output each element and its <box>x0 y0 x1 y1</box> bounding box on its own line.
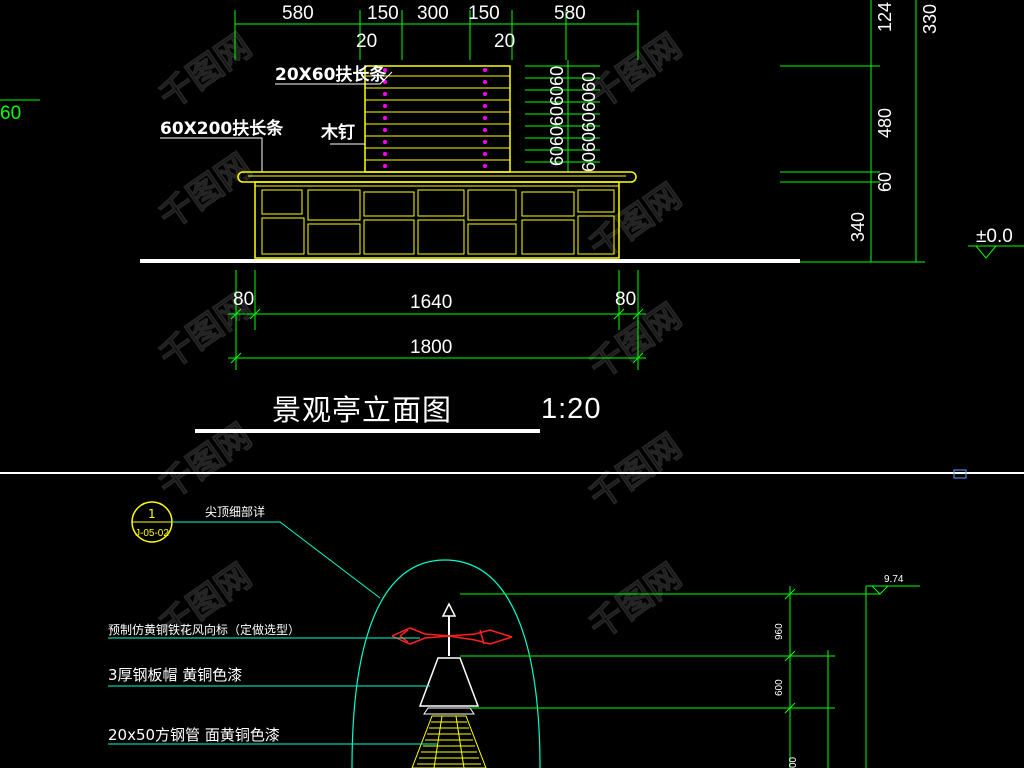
dim-top-sub-2: 20 <box>494 31 515 52</box>
slatted-post <box>364 65 511 173</box>
dim-top-sub-1: 20 <box>356 31 377 52</box>
label-nail: 木钉 <box>320 122 355 143</box>
watermark: 千图网 <box>582 556 688 647</box>
wind-vane <box>391 627 513 645</box>
dim-side-480: 480 <box>875 108 895 138</box>
level-mark-label: ±0.0 <box>976 226 1013 247</box>
dim-bottom-1800: 1800 <box>410 337 452 358</box>
detail-vertical-dims <box>460 586 880 768</box>
detail-boundary <box>351 559 541 768</box>
dim-top-3: 300 <box>417 3 449 24</box>
dim-top-2: 150 <box>367 3 399 24</box>
label-leaders <box>160 71 393 172</box>
detail-level-mark <box>866 585 920 595</box>
dim-side-60: 60 <box>875 172 895 192</box>
dim-bottom-80-left: 80 <box>233 289 254 310</box>
watermark: 千图网 <box>152 26 258 117</box>
detail-dim-00: 00 <box>788 756 799 768</box>
corner-marker <box>953 469 967 479</box>
stacked-60-label-b: 6060606060 <box>579 72 599 172</box>
note-vane: 预制仿黄铜铁花风向标（定做选型） <box>108 622 300 637</box>
drawing-scale: 1:20 <box>541 393 601 425</box>
left-fragment-value: 60 <box>0 103 21 124</box>
spire-detail: 1 J-05-02 尖顶细部详 <box>108 501 920 768</box>
bottom-dimension-chains <box>228 270 646 370</box>
label-seat: 60X200扶长条 <box>160 118 284 139</box>
elevation-drawing: 580 150 300 150 580 20 20 <box>0 0 1024 433</box>
dim-right-330: 330 <box>920 4 940 34</box>
dim-bottom-1640: 1640 <box>410 292 452 313</box>
callout-note: 尖顶细部详 <box>205 504 265 519</box>
level-mark <box>968 245 1024 259</box>
detail-dim-600: 600 <box>774 679 785 696</box>
dim-top-5: 580 <box>554 3 586 24</box>
note-tube: 20x50方钢管 面黄铜色漆 <box>108 726 280 744</box>
dim-side-340: 340 <box>848 212 868 242</box>
dim-right-124: 124 <box>875 2 895 32</box>
dim-top-1: 580 <box>282 3 314 24</box>
watermark: 千图网 <box>152 146 258 237</box>
dim-bottom-80-right: 80 <box>615 289 636 310</box>
top-dimension-chain <box>234 10 639 60</box>
callout-number: 1 <box>148 507 156 521</box>
stacked-60-dims <box>525 60 600 172</box>
drawing-title: 景观亭立面图 <box>272 393 452 427</box>
stacked-60-label-a: 6060606060 <box>547 66 567 166</box>
callout-bubble <box>131 501 381 599</box>
note-leaders <box>108 637 438 745</box>
right-vertical-dims <box>780 0 925 263</box>
callout-ref: J-05-02 <box>135 528 169 539</box>
dim-top-4: 150 <box>468 3 500 24</box>
spire <box>411 602 487 768</box>
note-cap: 3厚钢板帽 黄铜色漆 <box>108 666 242 684</box>
detail-level-label: 9.74 <box>884 574 904 585</box>
seat-top <box>237 171 637 183</box>
label-strip: 20X60扶长条 <box>275 64 387 85</box>
detail-dim-960: 960 <box>774 623 785 640</box>
watermark: 千图网 <box>582 426 688 517</box>
stone-base <box>254 181 620 259</box>
